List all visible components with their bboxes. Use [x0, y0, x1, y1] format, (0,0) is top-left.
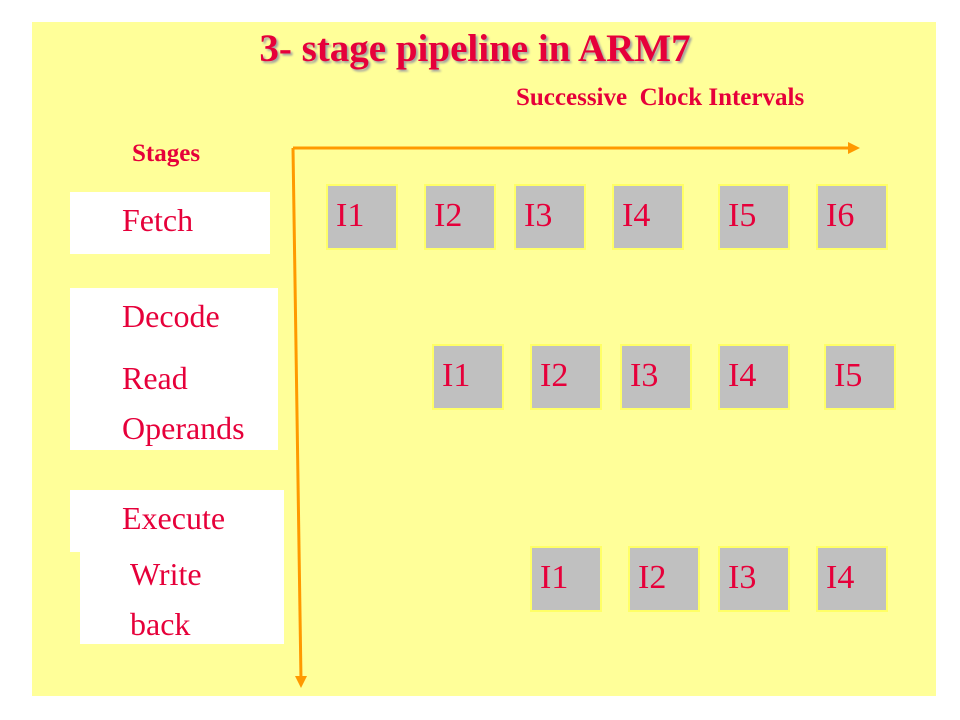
stage-back-label: back [130, 606, 191, 642]
cell-label: I5 [834, 357, 863, 394]
x-axis-arrowhead [848, 142, 860, 154]
x-axis-label: Successive Clock Intervals [516, 84, 805, 111]
decode-cell-i5: I5 [824, 344, 896, 410]
cell-label: I6 [826, 197, 855, 234]
stage-fetch-box [70, 192, 270, 254]
stage-fetch-label: Fetch [122, 202, 194, 238]
cell-label: I4 [826, 559, 855, 596]
cell-label: I3 [524, 197, 553, 234]
stage-read-label: Read [122, 360, 188, 396]
stage-writeback-box [80, 552, 284, 644]
slide-background: 3- stage pipeline in ARM7 Successive Clo… [32, 22, 936, 696]
cell-label: I2 [638, 559, 667, 596]
fetch-cell-i2: I2 [424, 184, 496, 250]
fetch-cell-i4: I4 [612, 184, 684, 250]
y-axis-arrowhead [295, 676, 307, 688]
fetch-cell-i6: I6 [816, 184, 888, 250]
decode-cell-i2: I2 [530, 344, 602, 410]
cell-label: I1 [442, 357, 471, 394]
cell-label: I4 [622, 197, 651, 234]
cell-label: I1 [540, 559, 569, 596]
decode-cell-i1: I1 [432, 344, 504, 410]
cell-label: I3 [728, 559, 757, 596]
stage-execute-box [70, 490, 284, 552]
fetch-cell-i3: I3 [514, 184, 586, 250]
cell-label: I4 [728, 357, 757, 394]
execute-cell-i3: I3 [718, 546, 790, 612]
slide-title: 3- stage pipeline in ARM7 [259, 27, 691, 70]
decode-cell-i4: I4 [718, 344, 790, 410]
stages-label: Stages [132, 140, 201, 167]
axes [291, 142, 860, 688]
cell-label: I3 [630, 357, 659, 394]
execute-cell-i4: I4 [816, 546, 888, 612]
execute-cell-i1: I1 [530, 546, 602, 612]
cell-label: I1 [336, 197, 365, 234]
stage-write-label: Write [130, 556, 202, 592]
stage-operands-label: Operands [122, 410, 245, 446]
fetch-cell-i5: I5 [718, 184, 790, 250]
execute-cell-i2: I2 [628, 546, 700, 612]
cell-label: I2 [540, 357, 569, 394]
cell-label: I2 [434, 197, 463, 234]
fetch-cell-i1: I1 [326, 184, 398, 250]
decode-cell-i3: I3 [620, 344, 692, 410]
stage-decode-box [70, 288, 278, 450]
y-axis-line [291, 147, 303, 681]
stage-execute-label: Execute [122, 500, 226, 536]
stage-decode-label: Decode [122, 298, 220, 334]
cell-label: I5 [728, 197, 757, 234]
